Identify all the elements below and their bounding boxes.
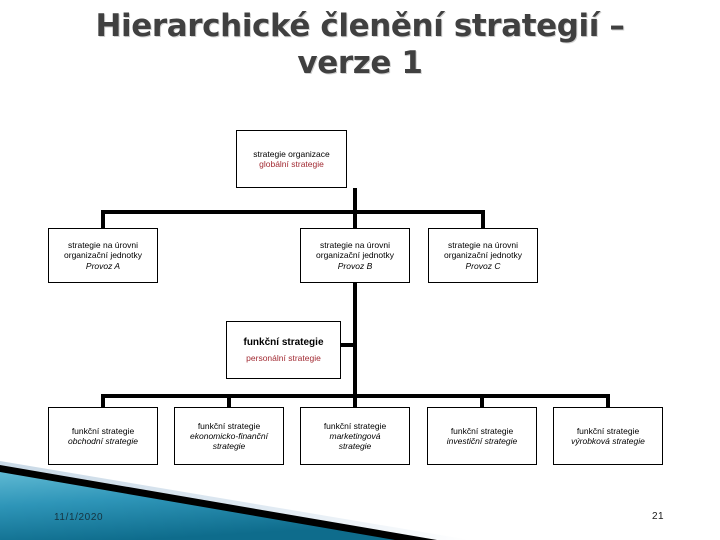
- node-personalni-strategie[interactable]: funkční strategie personální strategie: [226, 321, 341, 379]
- node-line-2: organizační jednotky: [316, 250, 394, 261]
- connector-drop-vyrobkova: [606, 394, 610, 408]
- footer-decoration-band: [0, 455, 720, 540]
- node-investicni-strategie[interactable]: funkční strategie investiční strategie: [427, 407, 537, 465]
- node-line-2: marketingová: [329, 430, 381, 441]
- node-line-3: Provoz C: [465, 260, 501, 271]
- page-title: Hierarchické členění strategií – verze 1: [95, 8, 625, 81]
- node-line-2: organizační jednotky: [64, 250, 142, 261]
- node-line-2: výrobková strategie: [571, 436, 645, 446]
- node-line-2: globální strategie: [259, 159, 324, 169]
- node-line-3: Provoz A: [85, 260, 121, 271]
- node-line-1: strategie na úrovni: [320, 240, 390, 251]
- connector-drop-provoz-b: [353, 210, 357, 229]
- node-line-1: strategie na úrovni: [68, 240, 138, 251]
- node-marketingova-strategie[interactable]: funkční strategie marketingová strategie: [300, 407, 410, 465]
- node-line-3: Provoz B: [337, 260, 373, 271]
- node-line-2: personální strategie: [246, 353, 321, 364]
- connector-spine-provoz-b: [353, 283, 357, 398]
- connector-level2-bus: [101, 210, 485, 214]
- node-line-1: strategie organizace: [253, 148, 330, 159]
- node-line-1: strategie na úrovni: [448, 240, 518, 251]
- node-line-2: ekonomicko-finanční: [190, 430, 268, 441]
- node-line-3: strategie: [338, 441, 372, 451]
- node-line-1: funkční strategie: [323, 420, 387, 431]
- connector-drop-obchodni: [101, 394, 105, 408]
- footer-decoration-svg: [0, 461, 470, 540]
- node-line-2: investiční strategie: [446, 436, 518, 446]
- node-provoz-c[interactable]: strategie na úrovni organizační jednotky…: [428, 228, 538, 283]
- connector-drop-marketingova: [353, 394, 357, 408]
- connector-personalni-branch: [341, 343, 357, 347]
- node-strategie-organizace[interactable]: strategie organizace globální strategie: [236, 130, 347, 188]
- slide-page-number: 21: [652, 511, 664, 522]
- connector-drop-provoz-a: [101, 210, 105, 229]
- node-provoz-b[interactable]: strategie na úrovni organizační jednotky…: [300, 228, 410, 283]
- footer-teal-wedge: [0, 472, 395, 540]
- node-obchodni-strategie[interactable]: funkční strategie obchodní strategie: [48, 407, 158, 465]
- org-chart-diagram: strategie organizace globální strategie …: [48, 130, 663, 465]
- node-vyrobkova-strategie[interactable]: funkční strategie výrobková strategie: [553, 407, 663, 465]
- connector-drop-investicni: [480, 394, 484, 408]
- node-line-1: funkční strategie: [576, 425, 640, 436]
- node-ekonomicko-financni-strategie[interactable]: funkční strategie ekonomicko-finanční st…: [174, 407, 284, 465]
- node-line-2: organizační jednotky: [444, 250, 522, 261]
- node-provoz-a[interactable]: strategie na úrovni organizační jednotky…: [48, 228, 158, 283]
- connector-root-stem: [353, 188, 357, 213]
- node-line-1: funkční strategie: [71, 425, 135, 436]
- node-line-1: funkční strategie: [450, 425, 514, 436]
- connector-drop-provoz-c: [481, 210, 485, 229]
- slide-date: 11/1/2020: [54, 512, 104, 523]
- connector-drop-ekonomicko: [227, 394, 231, 408]
- node-line-3: strategie: [212, 441, 246, 451]
- footer-black-stripe: [0, 465, 437, 540]
- node-line-1: funkční strategie: [197, 420, 261, 431]
- node-line-2: obchodní strategie: [68, 436, 138, 446]
- node-line-1: funkční strategie: [243, 336, 324, 348]
